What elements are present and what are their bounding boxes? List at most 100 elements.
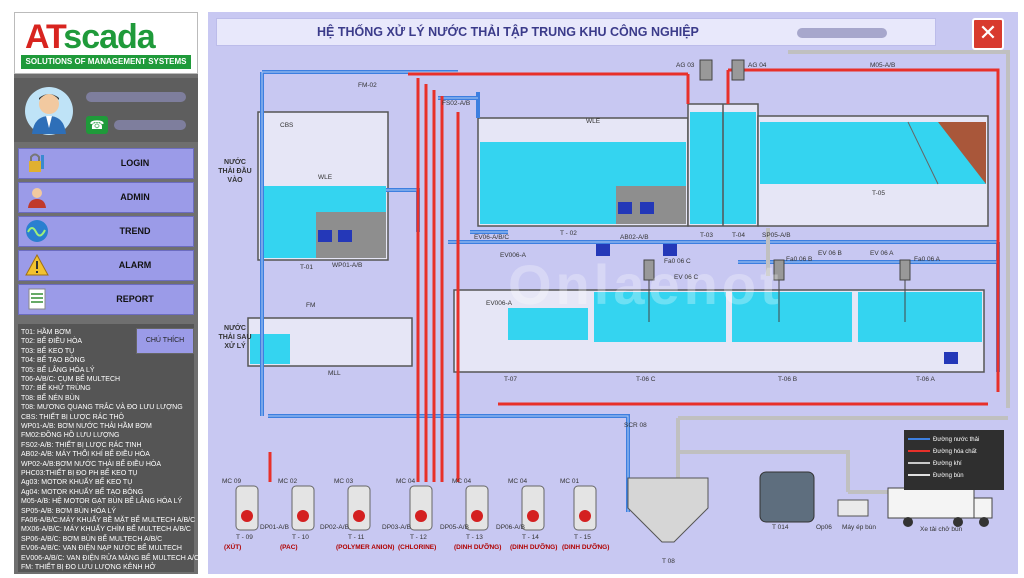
dosing-mixer-label: MC 04: [396, 478, 416, 485]
user-name-blurred: [86, 92, 186, 102]
page-title: HỆ THỐNG XỬ LÝ NƯỚC THẢI TẬP TRUNG KHU C…: [317, 25, 699, 39]
legend-item: PHC03:THIẾT BỊ ĐO PH BỂ KEO TỤ: [21, 470, 138, 477]
trend-wave-icon: [26, 220, 48, 242]
flow-legend-item: Đường khí: [908, 460, 962, 468]
dosing-mixer-label: MC 04: [508, 478, 528, 485]
menu-admin-button[interactable]: ADMIN: [18, 182, 194, 213]
logo-tagline: SOLUTIONS OF MANAGEMENT SYSTEMS: [21, 55, 191, 69]
menu-alarm-button[interactable]: ALARM: [18, 250, 194, 281]
label-may-ep-bun: Máy ép bùn: [842, 524, 876, 531]
user-panel: ☎: [14, 78, 198, 142]
user-phone-blurred: [114, 120, 186, 130]
label-ev06b: EV 06 B: [818, 250, 842, 257]
inlet-label: NƯỚC THẢI ĐẦU VÀO: [218, 159, 252, 184]
label-truck: Xe tải chở bùn: [920, 526, 963, 533]
legend-item: Ag04: MOTOR KHUẤY BỂ TẠO BÔNG: [21, 488, 144, 496]
legend-item: WP02-A/B:BƠM NƯỚC THẢI BỂ ĐIỀU HÒA: [21, 460, 161, 468]
dosing-chemical-label: (DINH DƯỠNG): [562, 544, 610, 551]
dosing-chemical-label: (DINH DƯỠNG): [454, 544, 502, 551]
label-fm02: FM-02: [358, 82, 377, 89]
label-cbs: CBS: [280, 122, 294, 129]
label-wp01: WP01-A/B: [332, 262, 363, 269]
label-m05: M05-A/B: [870, 62, 896, 69]
dosing-tank-label: T - 15: [574, 534, 591, 541]
label-ev006-b: EV006-A: [486, 300, 513, 307]
label-t014: T 014: [772, 524, 789, 531]
menu-report-button[interactable]: REPORT: [18, 284, 194, 315]
label-fm: FM: [306, 302, 316, 309]
legend-item: T06-A/B/C: CỤM BỂ MULTECH: [21, 376, 121, 383]
legend-item: T08: MƯƠNG QUANG TRẮC VÀ ĐO LƯU LƯỢNG: [21, 404, 183, 412]
legend-item: FS02-A/B: THIẾT BỊ LƯỢC RÁC TINH: [21, 441, 142, 449]
legend-item: T02: BỂ ĐIỀU HÒA: [21, 338, 83, 346]
label-ag04: AG 04: [748, 62, 767, 69]
legend-toggle-button[interactable]: CHÚ THÍCH: [136, 328, 194, 354]
label-t03: T-03: [700, 232, 714, 239]
flow-legend-swatch: [908, 438, 930, 441]
flow-legend-item: Đường hóa chất: [908, 448, 977, 456]
dosing-tank-label: T - 11: [348, 534, 365, 541]
label-dp-3: DP03-A/B: [382, 524, 411, 531]
label-fa06b: Fa0 06 B: [786, 256, 813, 263]
dosing-chemical-label: (POLYMER ANION): [336, 544, 395, 551]
legend-item: T07: BỂ KHỬ TRÙNG: [21, 385, 91, 393]
dosing-chemical-label: (PAC): [280, 544, 298, 551]
label-ab02: AB02-A/B: [620, 234, 649, 241]
dosing-chemical-label: (DINH DƯỠNG): [510, 544, 558, 551]
label-dp-5: DP06-A/B: [496, 524, 525, 531]
scada-process-panel: HỆ THỐNG XỬ LÝ NƯỚC THẢI TẬP TRUNG KHU C…: [208, 12, 1018, 574]
legend-item: Ag03: MOTOR KHUẤY BỂ KEO TỤ: [21, 479, 133, 487]
label-dp-1: DP01-A/B: [260, 524, 289, 531]
label-t01: T-01: [300, 264, 314, 271]
label-t07: T-07: [504, 376, 518, 383]
label-sp05: SP05-A/B: [762, 232, 791, 239]
warning-icon: [25, 253, 49, 276]
flow-legend-label: Đường hóa chất: [933, 449, 977, 455]
flow-legend-swatch: [908, 462, 930, 465]
label-ag03: AG 03: [676, 62, 695, 69]
atscada-logo: ATscada SOLUTIONS OF MANAGEMENT SYSTEMS: [14, 12, 198, 74]
dosing-mixer-label: MC 04: [452, 478, 472, 485]
dosing-chemical-label: (CHLORINE): [398, 544, 437, 551]
avatar: [25, 87, 73, 135]
flow-legend-swatch: [908, 474, 930, 477]
legend-item: WP01-A/B: BƠM NƯỚC THẢI HẦM BƠM: [21, 423, 152, 430]
dosing-chemical-label: (XÚT): [224, 544, 242, 551]
label-ev06c: EV 06 C: [674, 274, 699, 281]
sidebar: ATscada SOLUTIONS OF MANAGEMENT SYSTEMS …: [14, 12, 199, 574]
title-bar: HỆ THỐNG XỬ LÝ NƯỚC THẢI TẬP TRUNG KHU C…: [216, 18, 936, 46]
label-fa06a: Fa0 06 A: [914, 256, 941, 263]
flow-legend-item: Đường nước thải: [908, 436, 979, 444]
label-t06a: T-06 A: [916, 376, 935, 383]
dosing-tank-label: T - 12: [410, 534, 427, 541]
label-t06b: T-06 B: [778, 376, 798, 383]
label-t06c: T-06 C: [636, 376, 656, 383]
legend-item: M05-A/B: HỆ MOTOR GẠT BÙN BỂ LẮNG HÓA LÝ: [21, 498, 183, 506]
legend-item: EV06-A/B/C: VAN ĐIỆN NẠP NƯỚC BỂ MULTECH: [21, 545, 182, 553]
flow-legend-item: Đường bùn: [908, 472, 964, 480]
close-button[interactable]: ✕: [972, 18, 1004, 50]
flow-legend-label: Đường bùn: [933, 473, 964, 479]
dosing-mixer-label: MC 09: [222, 478, 242, 485]
process-diagram: [235, 50, 1010, 543]
watermark: Onlaenot: [508, 253, 783, 316]
menu-trend-button[interactable]: TREND: [18, 216, 194, 247]
dosing-mixer-label: MC 03: [334, 478, 354, 485]
legend-item: SP05-A/B: BƠM BÙN HÓA LÝ: [21, 507, 117, 515]
dosing-mixer-label: MC 01: [560, 478, 580, 485]
outlet-label: NƯỚC THẢI SAU XỬ LÝ: [218, 325, 252, 350]
report-icon: [28, 288, 46, 310]
label-dp-2: DP02-A/B: [320, 524, 349, 531]
phone-icon: ☎: [86, 116, 108, 134]
label-ev006: EV006-A: [500, 252, 527, 259]
legend-item: AB02-A/B: MÁY THỔI KHÍ BỂ ĐIỀU HÒA: [21, 451, 150, 459]
label-wle-2: WLE: [586, 118, 601, 125]
menu-login-button[interactable]: LOGIN: [18, 148, 194, 179]
label-ev06: EV06-A/B/C: [474, 234, 510, 241]
label-t02: T - 02: [560, 230, 577, 237]
label-t04: T-04: [732, 232, 746, 239]
label-t08: T 08: [662, 558, 675, 565]
logo-brand: ATscada: [25, 18, 156, 56]
legend-item: T04: BỂ TẠO BÔNG: [21, 357, 86, 365]
